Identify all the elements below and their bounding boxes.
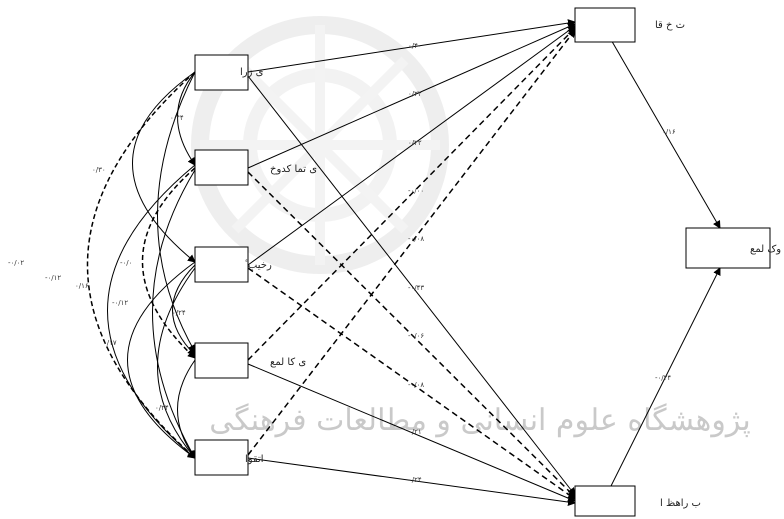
outcome-label-bot: ب راهظ ا — [660, 498, 701, 509]
corr-coef-2-5: -۰/۱۲ — [45, 274, 61, 282]
corr-3-5-arc — [128, 262, 196, 458]
corr-2-4-arc — [143, 168, 196, 358]
path-coef-n1-bot: -۰/۴۳ — [408, 284, 424, 292]
corr-coef-3-5: ۰/۱۶ — [75, 282, 89, 290]
path-coef-n3-bot: -۰/۰۸ — [408, 381, 424, 389]
path-coef-n2-top: ۰/۲۴ — [408, 90, 422, 98]
corr-coef-2-5b: -۰/۱۲ — [112, 299, 128, 307]
corr-3-5b-arc — [158, 268, 196, 458]
corr-coef-2-4: -۰/۰ — [120, 259, 132, 267]
path-coef-bot-mid: -۰/۴۴ — [655, 374, 671, 382]
path-coef-n1-top: ۰/۴۰ — [408, 42, 422, 50]
path-coef-n2-bot: -۰/۰۶ — [408, 332, 424, 340]
corr-coef-1-5: -۰/۰۲ — [8, 259, 24, 267]
predictor-label-5: اتقوا — [245, 454, 264, 465]
path-coef-n5-bot: ۰/۲۴ — [408, 476, 422, 484]
outcome-node-top: ت خ قا — [575, 8, 685, 42]
outcome-node-mid: یق وک لمع — [686, 228, 784, 268]
predictor-label-2: ی تما کدوخ — [270, 164, 317, 175]
predictor-node-5: اتقوا — [195, 440, 264, 475]
corr-1-3-arc — [133, 72, 196, 262]
outcome-label-mid: یق وک لمع — [750, 244, 784, 255]
predictor-label-1: ی زرا — [240, 67, 264, 78]
corr-coef-3-4: ۰/۲۴ — [172, 309, 186, 317]
predictor-label-4: ی کا لمع — [270, 357, 306, 368]
predictor-node-4: ی کا لمع — [195, 343, 306, 378]
corr-coef-3-5b: ۰/۱۷ — [103, 339, 117, 347]
path-coef-top-mid: ۰/۱۶ — [662, 128, 676, 136]
outcome-node-bot: ب راهظ ا — [575, 486, 701, 516]
corr-coef-1-3: ۰/۳۰ — [92, 166, 106, 174]
predictor-label-3: رخیبٴ — [245, 259, 272, 271]
outcome-label-top: ت خ قا — [655, 20, 685, 31]
path-coef-n5-top: -۰/۰۸ — [408, 235, 424, 243]
path-coef-n4-bot: ۰/۲۱ — [408, 428, 422, 436]
corr-coef-1-2: ۰/۴۴ — [170, 114, 184, 122]
corr-coef-4-5: ۰/۲۴ — [155, 404, 169, 412]
path-coef-n3-top: ۰/۲۲ — [408, 139, 422, 147]
path-coef-n4-top: -۰/۰۰ — [408, 187, 424, 195]
correlation-arcs — [88, 72, 196, 458]
